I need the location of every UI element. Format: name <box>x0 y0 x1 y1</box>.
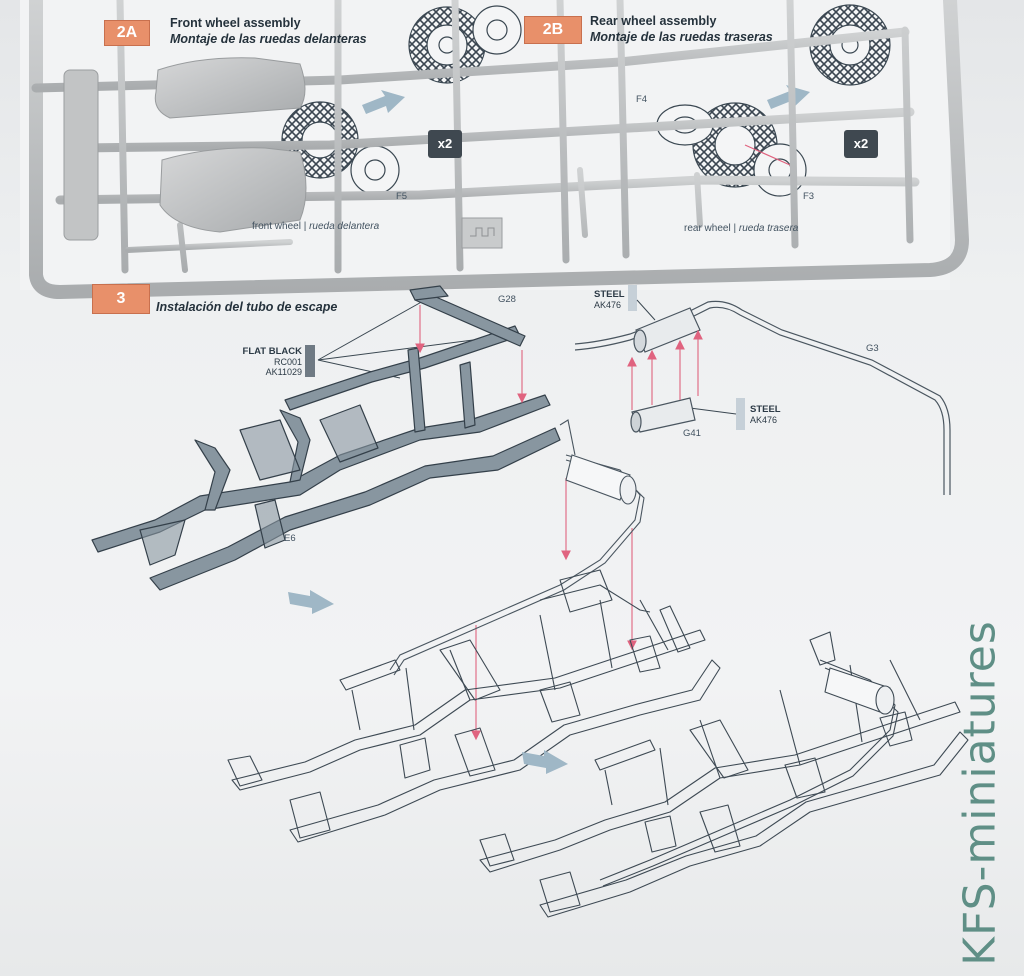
plastic-sprue <box>29 0 969 299</box>
paint-callout-steel-2: STEEL AK476 <box>750 404 781 426</box>
exhaust-pipe-g3 <box>574 300 951 495</box>
quantity-badge-front: x2 <box>428 130 462 158</box>
step-2b-subtitle: Montaje de las ruedas traseras <box>590 30 773 44</box>
watermark-text: KFS-miniatures <box>954 620 1006 966</box>
front-wheel-caption-es: rueda delantera <box>309 221 380 232</box>
step-2a-title: Front wheel assembly <box>170 16 301 30</box>
chassis-outline-1 <box>227 569 721 843</box>
part-label-f4: F4 <box>636 94 648 105</box>
part-label-g3: G3 <box>866 343 879 354</box>
chassis-outline-2 <box>479 631 969 918</box>
rear-wheel-caption-en: rear wheel <box>684 223 731 234</box>
guide-arrows <box>415 305 703 741</box>
step-3-subtitle: Instalación del tubo de escape <box>156 300 338 314</box>
step-badge-2a: 2A <box>104 20 150 46</box>
paint-code: AK476 <box>594 300 622 310</box>
paint-name: FLAT BLACK <box>242 346 302 357</box>
front-wheel-caption: front wheel | rueda delantera <box>252 221 380 232</box>
part-label-g41: G41 <box>683 428 701 439</box>
part-label-f5: F5 <box>396 191 408 202</box>
part-label-e6: E6 <box>284 533 296 544</box>
assembly-arrow-icon <box>362 90 405 114</box>
front-wheel-caption-en: front wheel <box>252 221 301 232</box>
step-2a-subtitle: Montaje de las ruedas delanteras <box>170 32 367 46</box>
chassis-frame-e6 <box>91 285 561 591</box>
step-badge-3: 3 <box>92 284 150 314</box>
sequence-arrow-icon <box>522 750 568 774</box>
exhaust-drawing <box>389 419 645 676</box>
steel-swatch <box>736 398 745 430</box>
quantity-badge-rear: x2 <box>844 130 878 158</box>
paint-name: STEEL <box>750 404 781 415</box>
paint-callout-flat-black: FLAT BLACK RC001 AK11029 <box>226 346 302 378</box>
paint-code: RC001 <box>273 357 302 367</box>
steel-swatch <box>628 285 637 311</box>
step-2b-title: Rear wheel assembly <box>590 14 717 28</box>
flat-black-swatch <box>305 345 315 377</box>
watermark: KFS-miniatures <box>930 610 1024 976</box>
fender-parts <box>63 57 503 249</box>
paint-name: STEEL <box>594 289 625 300</box>
muffler-clamp-g41 <box>630 397 696 433</box>
part-label-g28: G28 <box>498 294 516 305</box>
rear-wheel-caption-es: rueda trasera <box>738 223 799 234</box>
sequence-arrow-icon <box>288 590 334 614</box>
rear-wheel-caption: rear wheel | rueda trasera <box>684 223 799 234</box>
paint-code: AK476 <box>750 415 778 425</box>
paint-code: AK11029 <box>265 367 302 377</box>
step-badge-2b: 2B <box>524 16 582 44</box>
part-label-f3: F3 <box>803 191 815 202</box>
paint-callout-steel-1: STEEL AK476 <box>594 289 625 311</box>
